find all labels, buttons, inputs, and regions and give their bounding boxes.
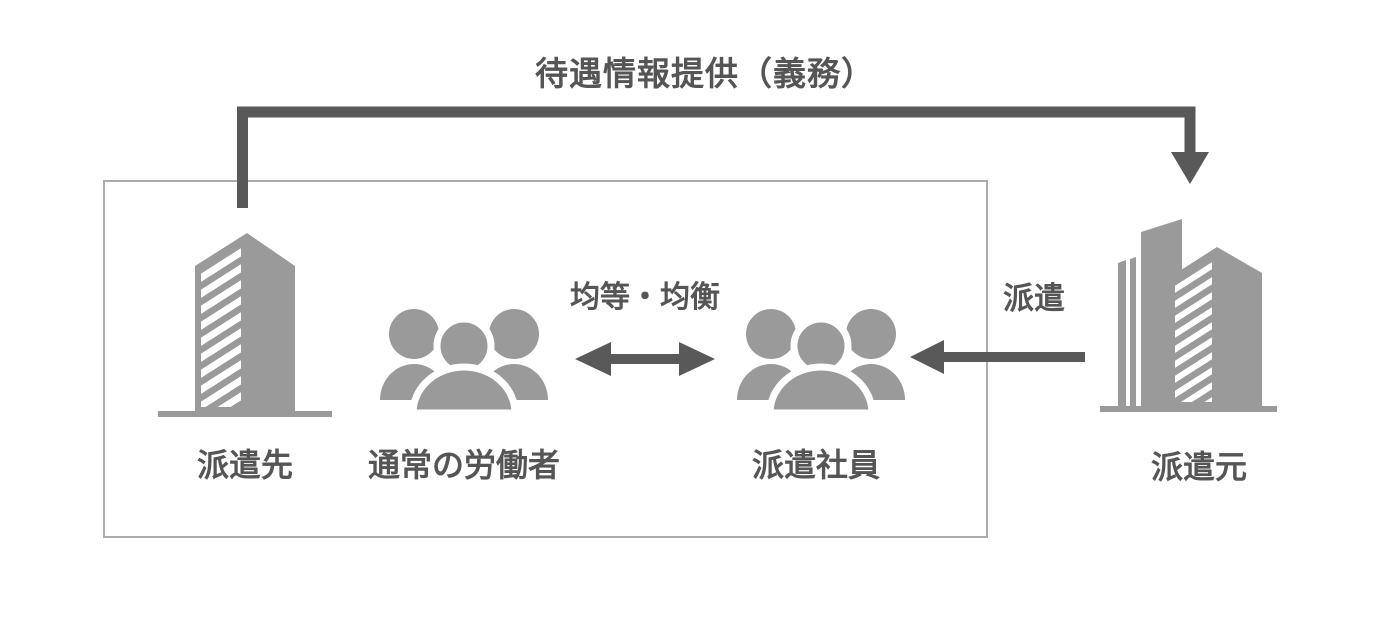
parity-double-arrow [575, 342, 715, 376]
parity-label: 均等・均衡 [570, 281, 720, 314]
office-building-icon [158, 230, 332, 418]
dispatched-employees-label: 派遣社員 [751, 447, 880, 483]
regular-workers-label: 通常の労働者 [367, 447, 560, 483]
people-group-icon [737, 306, 905, 416]
people-group-icon [380, 306, 548, 416]
treatment-info-arrow [230, 100, 1215, 210]
treatment-info-label: 待遇情報提供（義務） [535, 55, 875, 92]
dispatch-arrow [910, 340, 1085, 374]
office-buildings-icon [1100, 215, 1277, 415]
dispatch-label: 派遣 [1003, 281, 1065, 316]
staffing-agency-label: 派遣元 [1150, 449, 1247, 485]
client-company-label: 派遣先 [196, 447, 293, 483]
